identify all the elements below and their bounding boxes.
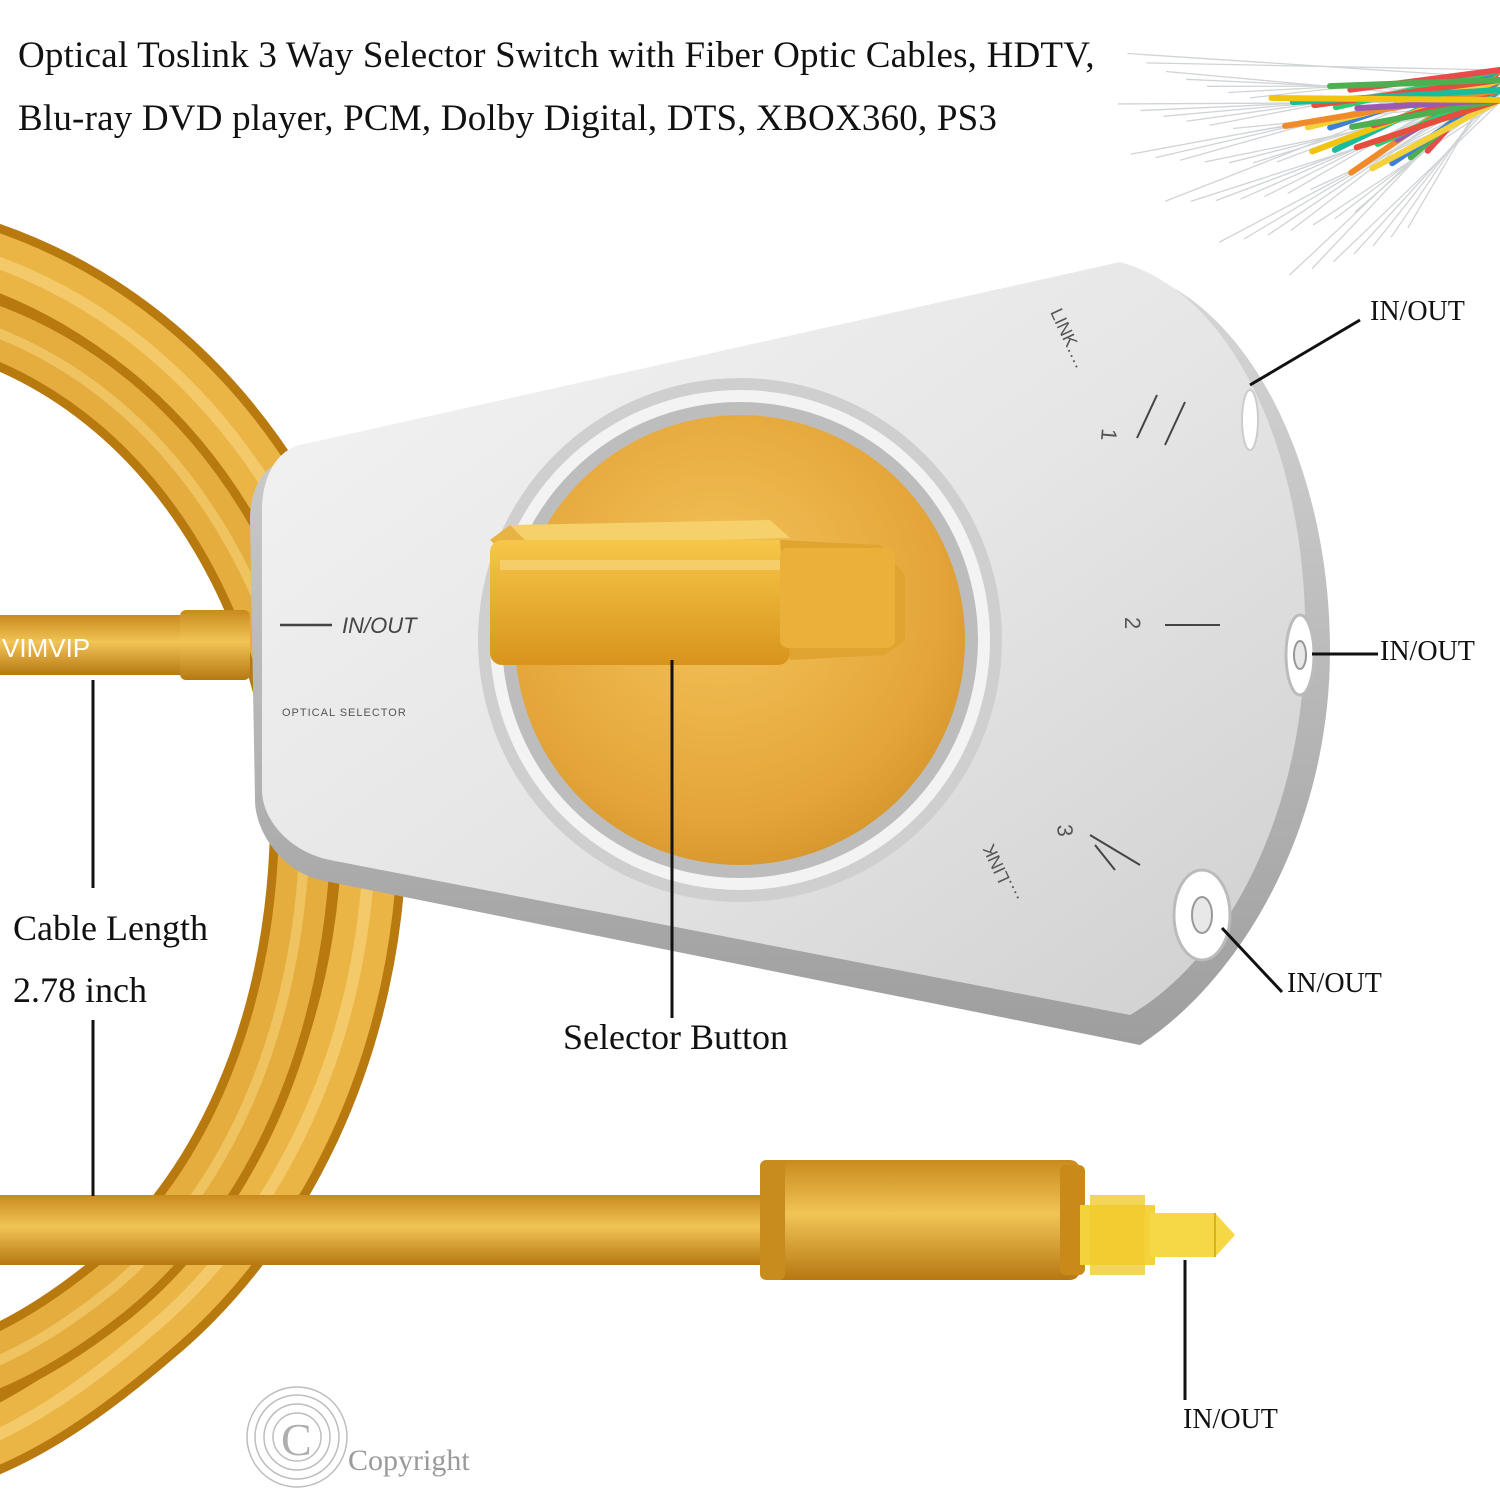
cable-length-value: 2.78 inch bbox=[13, 969, 147, 1011]
switch-position-3: 3 bbox=[1052, 823, 1078, 837]
output-cable bbox=[0, 1195, 780, 1265]
fiber-tube bbox=[1271, 98, 1500, 100]
cable-length-label: Cable Length bbox=[13, 907, 208, 949]
copyright-text: Copyright bbox=[348, 1444, 470, 1478]
copyright-symbol: C bbox=[281, 1414, 312, 1465]
fiber-strand bbox=[1127, 54, 1500, 78]
selector-button-caption: Selector Button bbox=[563, 1016, 788, 1058]
callout-in-out-middle: IN/OUT bbox=[1380, 636, 1475, 668]
switch-position-1: 1 bbox=[1096, 428, 1122, 442]
fiber-bundle-icon bbox=[1118, 54, 1500, 276]
callout-in-out-lower: IN/OUT bbox=[1287, 968, 1382, 1000]
switch-model-label: OPTICAL SELECTOR bbox=[282, 707, 407, 719]
toslink-plug bbox=[760, 1160, 1235, 1280]
callout-in-out-top: IN/OUT bbox=[1370, 296, 1465, 328]
title-line-1: Optical Toslink 3 Way Selector Switch wi… bbox=[18, 34, 1095, 77]
callout-in-out-plug: IN/OUT bbox=[1183, 1404, 1278, 1436]
switch-position-2: 2 bbox=[1120, 617, 1145, 629]
switch-input-label: IN/OUT bbox=[342, 613, 418, 638]
cable-brand-label: VIMVIP bbox=[2, 633, 90, 663]
title-line-2: Blu-ray DVD player, PCM, Dolby Digital, … bbox=[18, 97, 997, 140]
